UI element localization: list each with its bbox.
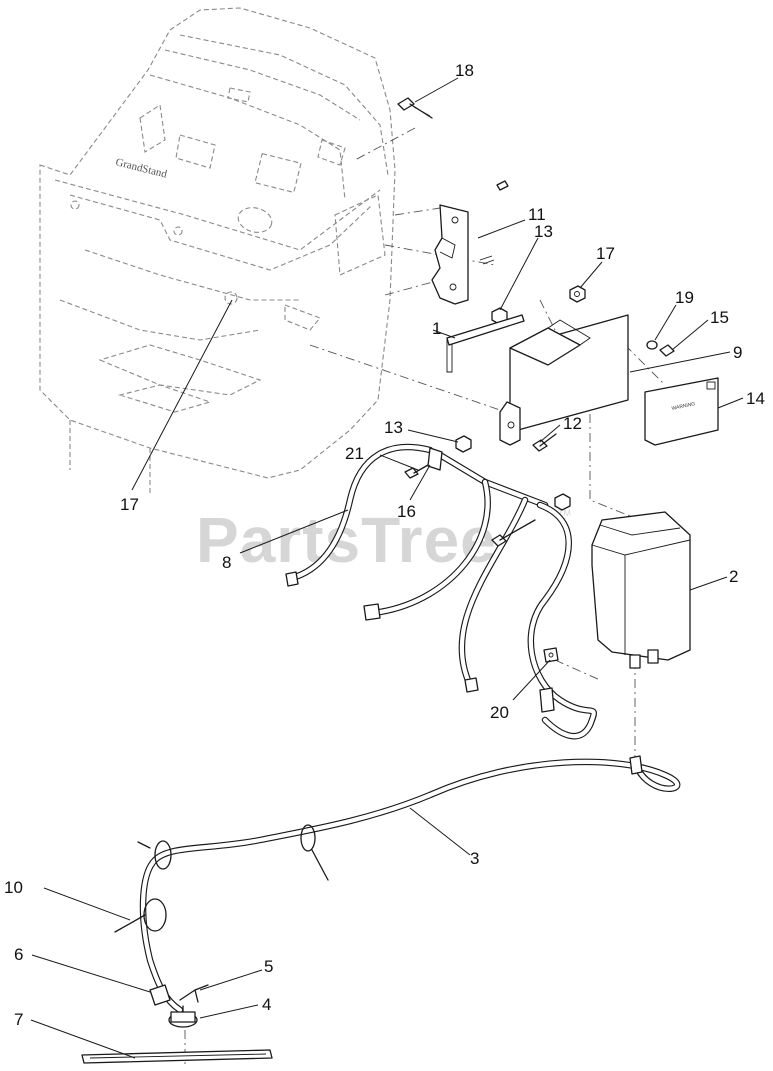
callout-3: 3	[470, 849, 479, 868]
vent-hose-3[interactable]	[139, 755, 681, 1014]
callout-7: 7	[14, 1010, 23, 1029]
bar-1[interactable]	[446, 314, 525, 373]
watermark-trademark: TM	[558, 508, 571, 518]
clamp-16[interactable]	[427, 447, 443, 471]
clip-6[interactable]	[149, 984, 171, 1006]
bracket-11[interactable]	[431, 180, 509, 305]
hose-assembly-8[interactable]	[285, 443, 597, 740]
callout-4: 4	[262, 995, 271, 1014]
callout-2: 2	[729, 567, 738, 586]
callout-16: 16	[397, 502, 416, 521]
clamp-20[interactable]	[543, 647, 559, 663]
canister-bracket-9[interactable]	[499, 314, 629, 446]
filter-4[interactable]	[168, 1005, 198, 1028]
callout-5: 5	[264, 957, 273, 976]
carbon-canister-2[interactable]	[591, 511, 691, 669]
callout-8: 8	[222, 553, 231, 572]
callouts: 18 11 13 17 19 15 1 9 14 17 13 21 12 16 …	[4, 61, 765, 1029]
callout-21: 21	[345, 444, 364, 463]
cable-tie-hose	[137, 824, 329, 881]
callout-10: 10	[4, 878, 23, 897]
cable-tie-10[interactable]	[114, 898, 167, 933]
callout-9: 9	[733, 343, 742, 362]
alignment-lines	[184, 127, 666, 1065]
svg-text:WARNING: WARNING	[671, 401, 696, 412]
bolt-18[interactable]	[397, 97, 433, 119]
bolt-21[interactable]	[404, 464, 429, 479]
fitting-5[interactable]	[179, 984, 209, 1003]
callout-14: 14	[746, 389, 765, 408]
decal-14[interactable]: WARNING	[644, 377, 719, 446]
callout-12: 12	[563, 414, 582, 433]
callout-20: 20	[490, 703, 509, 722]
bolt-12[interactable]	[532, 433, 557, 452]
nut-13-lower[interactable]	[455, 435, 472, 453]
callout-18: 18	[455, 61, 474, 80]
mower-frame-outline: GrandStand	[39, 7, 396, 495]
callout-1: 1	[432, 319, 441, 338]
nut-17-upper[interactable]	[569, 285, 586, 303]
callout-11: 11	[528, 205, 546, 224]
callout-15: 15	[710, 308, 729, 327]
callout-17: 17	[596, 244, 615, 263]
washer-19[interactable]	[646, 340, 658, 350]
callout-6: 6	[14, 945, 23, 964]
bolt-hose-mount	[491, 493, 571, 547]
callout-17-lower: 17	[120, 495, 139, 514]
callout-19: 19	[675, 288, 694, 307]
leader-lines	[30, 77, 744, 1059]
console-brand: GrandStand	[114, 156, 168, 180]
callout-13-lower: 13	[384, 418, 403, 437]
cable-tie-7[interactable]	[81, 1049, 273, 1064]
bolt-15[interactable]	[659, 344, 675, 357]
callout-13: 13	[534, 222, 553, 241]
